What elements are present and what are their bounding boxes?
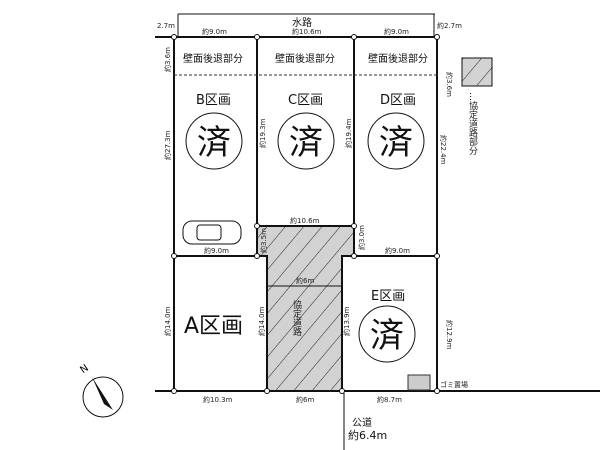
water-channel-label: 水路: [292, 16, 312, 29]
svg-text:約9.0m: 約9.0m: [385, 246, 410, 255]
svg-text:約6m: 約6m: [296, 276, 314, 285]
setback-label-c: 壁面後退部分: [275, 52, 335, 65]
lot-d-label: D区画: [380, 93, 416, 108]
svg-text:約3.6m: 約3.6m: [163, 47, 172, 72]
lot-a-label: A区画: [184, 314, 243, 339]
svg-text:約19.4m: 約19.4m: [344, 118, 353, 148]
svg-text:約9.0m: 約9.0m: [202, 27, 227, 36]
svg-text:約6m: 約6m: [296, 395, 314, 404]
lot-a[interactable]: A区画: [184, 314, 243, 339]
compass-icon: N: [78, 363, 124, 418]
legend: …協定道路部分: [461, 57, 493, 156]
boundary-markers: [171, 34, 440, 394]
lot-b-label: B区画: [196, 93, 231, 108]
sold-mark: 済: [197, 123, 231, 163]
svg-text:約8.7m: 約8.7m: [377, 395, 402, 404]
svg-text:約3.5m: 約3.5m: [259, 228, 268, 253]
setback-label-d: 壁面後退部分: [368, 52, 428, 65]
public-road-width: 約6.4m: [348, 428, 387, 442]
car-icon: [182, 220, 242, 245]
agreement-road-label: 協定道路: [291, 299, 302, 337]
lot-e[interactable]: E区画 済: [358, 289, 416, 363]
garbage-area-label: ゴミ置場: [440, 380, 468, 389]
svg-text:約3.6m: 約3.6m: [445, 72, 454, 97]
lot-b[interactable]: B区画 済: [185, 93, 243, 170]
water-left-width: 2.7m: [157, 22, 175, 30]
svg-text:約9.0m: 約9.0m: [204, 246, 229, 255]
sold-mark: 済: [370, 316, 404, 356]
water-channel: 水路 2.7m 約2.7m: [157, 13, 462, 36]
lot-c[interactable]: C区画 済: [277, 93, 335, 170]
svg-text:約13.9m: 約13.9m: [342, 306, 351, 336]
garbage-area: [407, 374, 431, 391]
svg-text:約10.6m: 約10.6m: [292, 27, 322, 36]
svg-text:約22.4m: 約22.4m: [439, 135, 448, 165]
svg-text:約12.9m: 約12.9m: [445, 320, 454, 350]
setback-label-b: 壁面後退部分: [183, 52, 243, 65]
svg-text:約10.3m: 約10.3m: [203, 395, 233, 404]
sold-mark: 済: [379, 123, 413, 163]
lot-e-label: E区画: [371, 289, 405, 304]
sold-mark: 済: [289, 123, 323, 163]
compass-north-label: N: [78, 363, 90, 376]
lot-c-label: C区画: [288, 93, 323, 108]
svg-text:約14.0m: 約14.0m: [163, 306, 172, 336]
water-right-width: 約2.7m: [437, 21, 462, 30]
svg-text:約3.0m: 約3.0m: [357, 225, 366, 250]
lot-d[interactable]: D区画 済: [367, 93, 425, 170]
svg-text:約9.0m: 約9.0m: [384, 27, 409, 36]
legend-hatch-swatch: [461, 57, 493, 87]
svg-text:約14.0m: 約14.0m: [257, 306, 266, 336]
legend-label: …協定道路部分: [467, 92, 478, 156]
agreement-road: [256, 225, 355, 392]
svg-text:約19.3m: 約19.3m: [258, 118, 267, 148]
svg-text:約27.3m: 約27.3m: [163, 130, 172, 160]
lot-lines: [155, 36, 600, 450]
public-road-label: 公道: [352, 416, 372, 429]
dimension-labels: 約9.0m 約10.6m 約9.0m 約10.6m 約9.0m 約9.0m 約6…: [163, 27, 454, 404]
svg-text:約10.6m: 約10.6m: [290, 216, 320, 225]
